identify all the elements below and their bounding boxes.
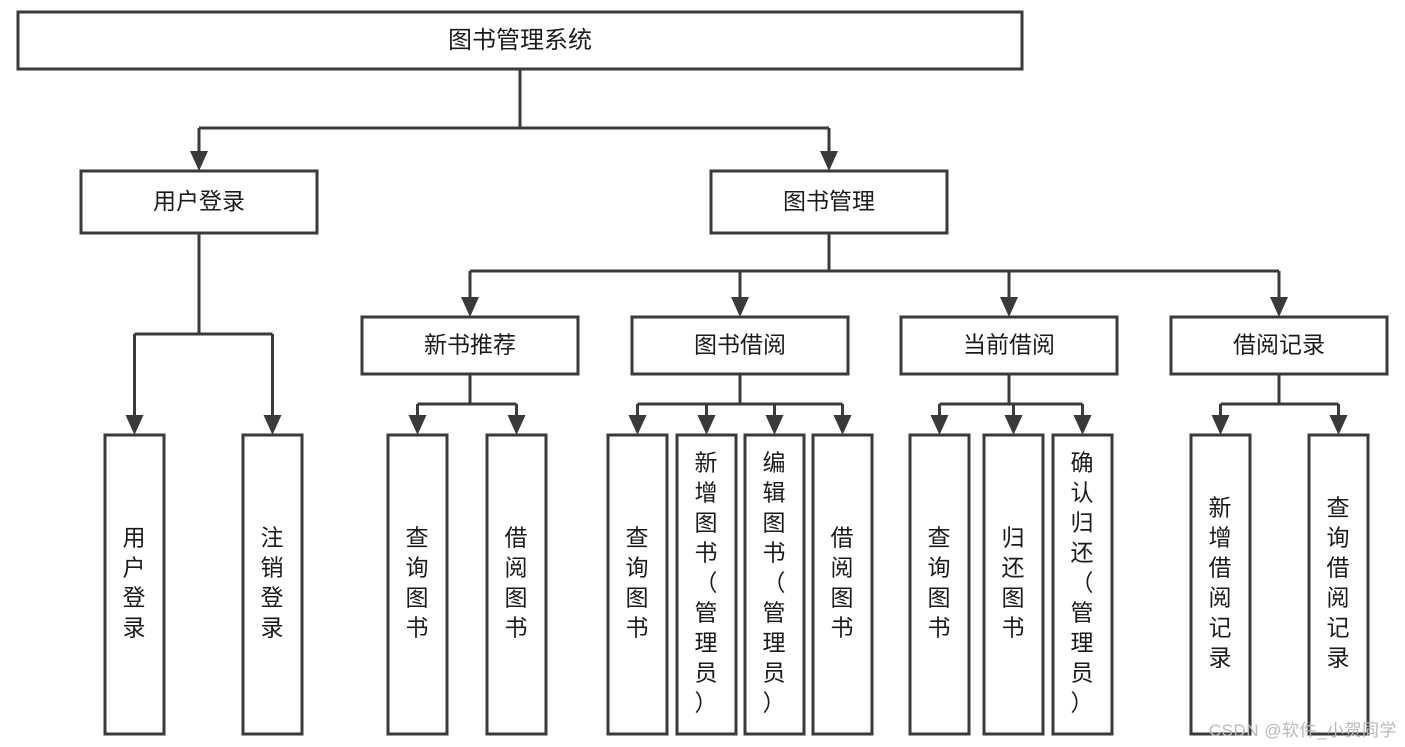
- watermark-text: CSDN @软件_小贺同学: [1208, 721, 1397, 740]
- node-leaf-query-book-3[interactable]: 查询图书: [908, 433, 971, 736]
- node-label: 归还图书: [1002, 525, 1028, 641]
- node-label: 用户登录: [153, 188, 245, 214]
- node-label: 确认归还（管理员）: [1071, 450, 1097, 716]
- node-user-login[interactable]: 用户登录: [79, 169, 319, 235]
- node-leaf-confirm-return-admin[interactable]: 确认归还（管理员）: [1051, 433, 1114, 736]
- node-leaf-return-book[interactable]: 归还图书: [982, 433, 1045, 736]
- node-label: 查询图书: [626, 525, 652, 641]
- node-label: 新增图书（管理员）: [695, 450, 721, 716]
- node-leaf-query-book-1[interactable]: 查询图书: [386, 433, 449, 736]
- connector-layer: [125, 69, 1348, 435]
- node-leaf-query-borrow-record[interactable]: 查询借阅记录: [1307, 433, 1370, 736]
- node-label: 查询图书: [406, 525, 432, 641]
- node-borrow-record[interactable]: 借阅记录: [1169, 315, 1389, 376]
- node-leaf-add-borrow-record[interactable]: 新增借阅记录: [1189, 433, 1252, 736]
- node-label: 图书管理系统: [448, 27, 592, 54]
- node-label: 图书借阅: [694, 332, 786, 358]
- node-title[interactable]: 图书管理系统: [16, 10, 1024, 71]
- node-label: 新书推荐: [424, 332, 516, 358]
- node-current-borrow[interactable]: 当前借阅: [899, 315, 1119, 376]
- node-label: 新增借阅记录: [1209, 495, 1235, 671]
- node-label: 当前借阅: [963, 332, 1055, 358]
- node-leaf-user-login[interactable]: 用户登录: [103, 433, 166, 736]
- node-leaf-edit-book-admin[interactable]: 编辑图书（管理员）: [743, 433, 806, 736]
- node-label: 注销登录: [261, 525, 287, 641]
- node-leaf-borrow-book-1[interactable]: 借阅图书: [485, 433, 548, 736]
- node-leaf-borrow-book-2[interactable]: 借阅图书: [811, 433, 874, 736]
- node-leaf-logout-login[interactable]: 注销登录: [241, 433, 304, 736]
- node-label: 查询借阅记录: [1327, 495, 1353, 671]
- node-leaf-query-book-2[interactable]: 查询图书: [606, 433, 669, 736]
- node-label: 查询图书: [928, 525, 954, 641]
- node-layer: 图书管理系统用户登录图书管理新书推荐图书借阅当前借阅借阅记录用户登录注销登录查询…: [16, 10, 1389, 736]
- node-book-borrow[interactable]: 图书借阅: [630, 315, 850, 376]
- node-label: 借阅图书: [505, 525, 531, 641]
- node-label: 借阅记录: [1233, 332, 1325, 358]
- node-label: 编辑图书（管理员）: [763, 450, 789, 716]
- node-label: 图书管理: [783, 188, 875, 214]
- node-leaf-add-book-admin[interactable]: 新增图书（管理员）: [675, 433, 738, 736]
- node-label: 借阅图书: [831, 525, 857, 641]
- node-label: 用户登录: [123, 525, 149, 641]
- node-book-management[interactable]: 图书管理: [709, 169, 949, 235]
- node-new-book-recommend[interactable]: 新书推荐: [360, 315, 580, 376]
